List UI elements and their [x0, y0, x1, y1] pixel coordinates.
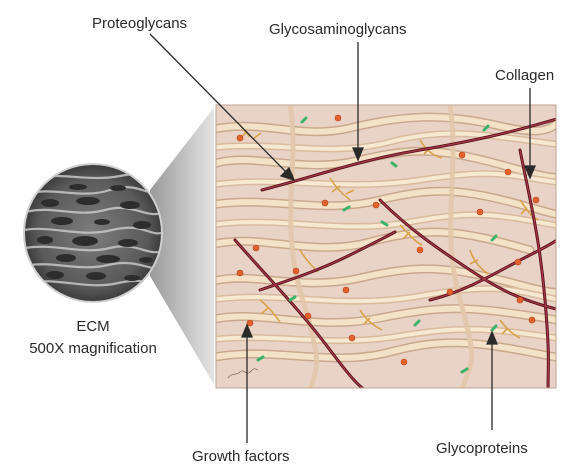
label-proteoglycans: Proteoglycans — [92, 15, 187, 32]
micrograph-magnification: 500X magnification — [29, 340, 157, 357]
label-growth-factors: Growth factors — [192, 448, 290, 465]
micrograph-title: ECM — [76, 318, 109, 335]
label-collagen: Collagen — [495, 67, 554, 84]
ecm-illustration — [210, 103, 573, 395]
label-glycosaminoglycans: Glycosaminoglycans — [269, 21, 407, 38]
label-glycoproteins: Glycoproteins — [436, 440, 528, 457]
sem-micrograph — [23, 163, 165, 303]
